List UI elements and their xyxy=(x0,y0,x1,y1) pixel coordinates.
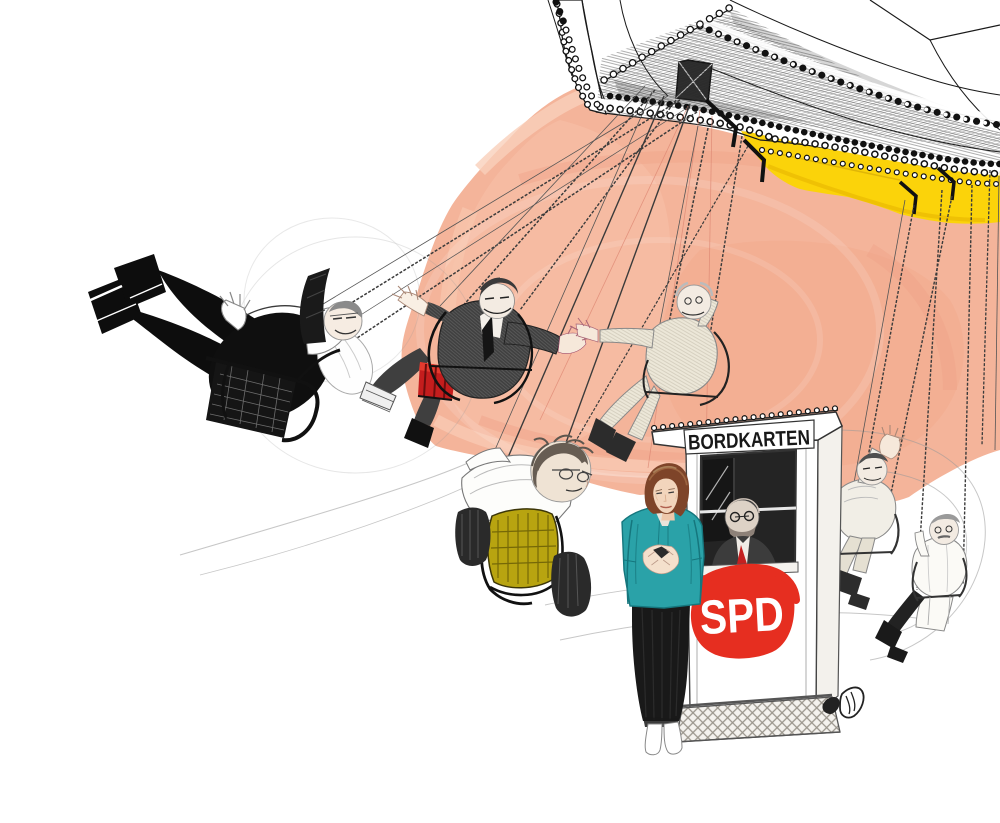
svg-text:SPD: SPD xyxy=(698,588,785,645)
